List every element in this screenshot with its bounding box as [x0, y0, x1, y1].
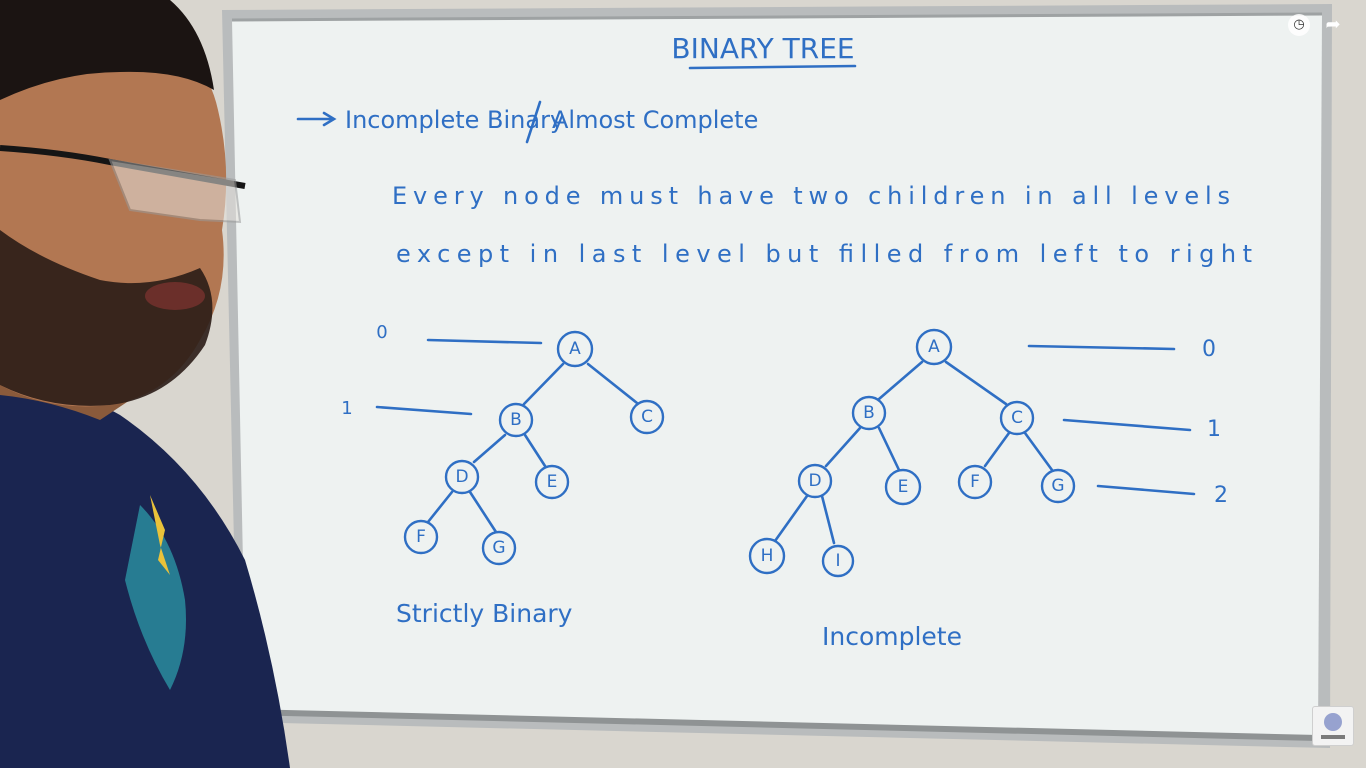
- edge-a-c: [586, 362, 639, 405]
- edge-d-i: [820, 494, 836, 545]
- tree-node: E: [884, 468, 922, 506]
- level-1-marker-line: [1062, 418, 1192, 432]
- tree-node: D: [444, 459, 480, 495]
- svg-text:G: G: [492, 538, 505, 558]
- edge-b-d: [824, 426, 862, 468]
- edge-d-h: [773, 494, 809, 543]
- svg-text:F: F: [970, 472, 980, 492]
- level-label-1: 1: [341, 398, 352, 419]
- tree-node: F: [403, 519, 439, 555]
- level-1-marker-line: [375, 405, 473, 416]
- arrow-icon: [322, 111, 337, 127]
- title-underline: [688, 64, 857, 70]
- presenter-beard: [0, 230, 213, 406]
- edge-c-f: [983, 431, 1011, 468]
- svg-text:D: D: [455, 467, 468, 487]
- svg-text:B: B: [863, 403, 875, 423]
- channel-logo[interactable]: [1312, 706, 1354, 746]
- svg-text:E: E: [547, 472, 558, 492]
- svg-text:C: C: [1011, 408, 1023, 428]
- tree-node: D: [797, 463, 833, 499]
- clock-icon[interactable]: ◷: [1288, 14, 1310, 36]
- tree-node: H: [748, 537, 786, 575]
- right-tree: 0 1 2 A B C D E F G H I: [748, 328, 1228, 578]
- level-label-2: 2: [1214, 483, 1228, 508]
- edge-c-g: [1023, 431, 1054, 472]
- svg-text:A: A: [569, 339, 581, 359]
- svg-text:F: F: [416, 527, 426, 547]
- edge-b-e: [523, 433, 547, 468]
- tree-node: I: [821, 544, 855, 578]
- tree-node: A: [556, 330, 594, 368]
- svg-text:G: G: [1051, 476, 1064, 496]
- presenter: [0, 0, 290, 768]
- presenter-hair: [0, 0, 214, 100]
- share-icon[interactable]: ➦: [1325, 14, 1341, 35]
- svg-text:B: B: [510, 410, 522, 430]
- edge-a-c: [944, 360, 1008, 406]
- svg-text:H: H: [761, 546, 774, 566]
- level-2-marker-line: [1096, 484, 1196, 496]
- edge-b-d: [472, 433, 507, 464]
- svg-text:A: A: [928, 337, 940, 357]
- edge-a-b: [522, 362, 565, 406]
- svg-text:D: D: [808, 471, 821, 491]
- level-0-marker-line: [1027, 344, 1176, 351]
- tree-node: G: [481, 530, 517, 566]
- tree-node: E: [534, 464, 570, 500]
- tree-node: B: [498, 402, 534, 438]
- presenter-mouth: [145, 282, 205, 310]
- heading-slash: [525, 100, 542, 144]
- tree-node: F: [957, 464, 993, 500]
- tree-node: C: [999, 400, 1035, 436]
- edge-a-b: [877, 360, 924, 401]
- level-0-marker-line: [426, 338, 543, 345]
- caption-incomplete: Incomplete: [822, 622, 962, 651]
- heading-almost-complete: Almost Complete: [552, 106, 758, 134]
- left-tree: 0 1 A B C D E F G: [341, 322, 665, 566]
- glasses-icon: [0, 145, 246, 224]
- svg-text:E: E: [898, 477, 909, 497]
- tree-node: C: [629, 399, 665, 435]
- caption-strictly-binary: Strictly Binary: [396, 599, 573, 628]
- tree-node: B: [851, 395, 887, 431]
- svg-text:I: I: [835, 551, 840, 571]
- tree-node: G: [1040, 468, 1076, 504]
- shirt-print: [125, 505, 186, 690]
- edge-d-f: [426, 490, 454, 524]
- edge-b-e: [877, 426, 901, 472]
- level-label-0: 0: [376, 322, 387, 343]
- edge-d-g: [468, 490, 498, 534]
- board-title: BINARY TREE: [671, 32, 854, 65]
- shirt-print-accent: [150, 495, 170, 575]
- level-label-1: 1: [1207, 417, 1221, 442]
- definition-line-1: Every node must have two children in all…: [392, 182, 1230, 210]
- heading-incomplete-binary: Incomplete Binary: [345, 106, 564, 134]
- level-label-0: 0: [1202, 337, 1216, 362]
- tree-node: A: [915, 328, 953, 366]
- svg-text:C: C: [641, 407, 653, 427]
